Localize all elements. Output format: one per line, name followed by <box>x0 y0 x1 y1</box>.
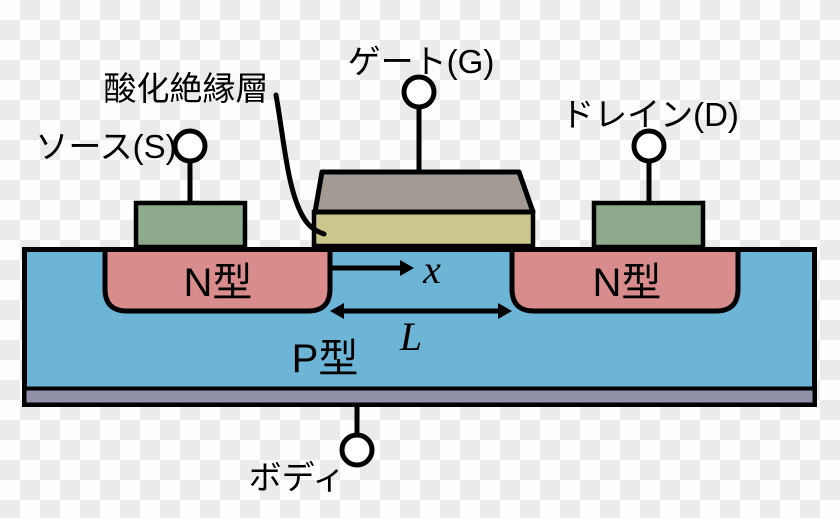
x-axis-label: x <box>422 247 441 292</box>
n-region-drain <box>509 247 741 314</box>
p-region-label: P型 <box>292 337 359 381</box>
oxide-label: 酸化絶縁層 <box>104 70 269 107</box>
source-terminal-circle <box>172 128 208 164</box>
oxide-leader-line <box>273 92 327 237</box>
x-axis-arrowhead-icon <box>400 260 414 276</box>
channel-length-arrowhead-right-icon <box>498 303 512 319</box>
gate-label: ゲート(G) <box>348 43 495 80</box>
body-label: ボディ <box>249 459 346 496</box>
gate-terminal-circle <box>401 74 437 110</box>
channel-length-label: L <box>399 314 422 359</box>
source-label: ソース(S) <box>35 128 176 165</box>
drain-electrode <box>591 200 706 250</box>
body-terminal-circle <box>339 432 375 468</box>
oxide-insulation-layer <box>311 209 536 249</box>
drain-terminal-circle <box>631 128 667 164</box>
n-region-source-label: N型 <box>184 261 253 305</box>
drain-label: ドレイン(D) <box>561 96 739 133</box>
source-electrode <box>133 200 248 250</box>
n-region-source <box>102 247 333 314</box>
gate-metal <box>312 169 536 215</box>
body-contact-layer <box>22 386 817 407</box>
n-region-drain-label: N型 <box>593 261 662 305</box>
channel-length-arrowhead-left-icon <box>330 303 344 319</box>
